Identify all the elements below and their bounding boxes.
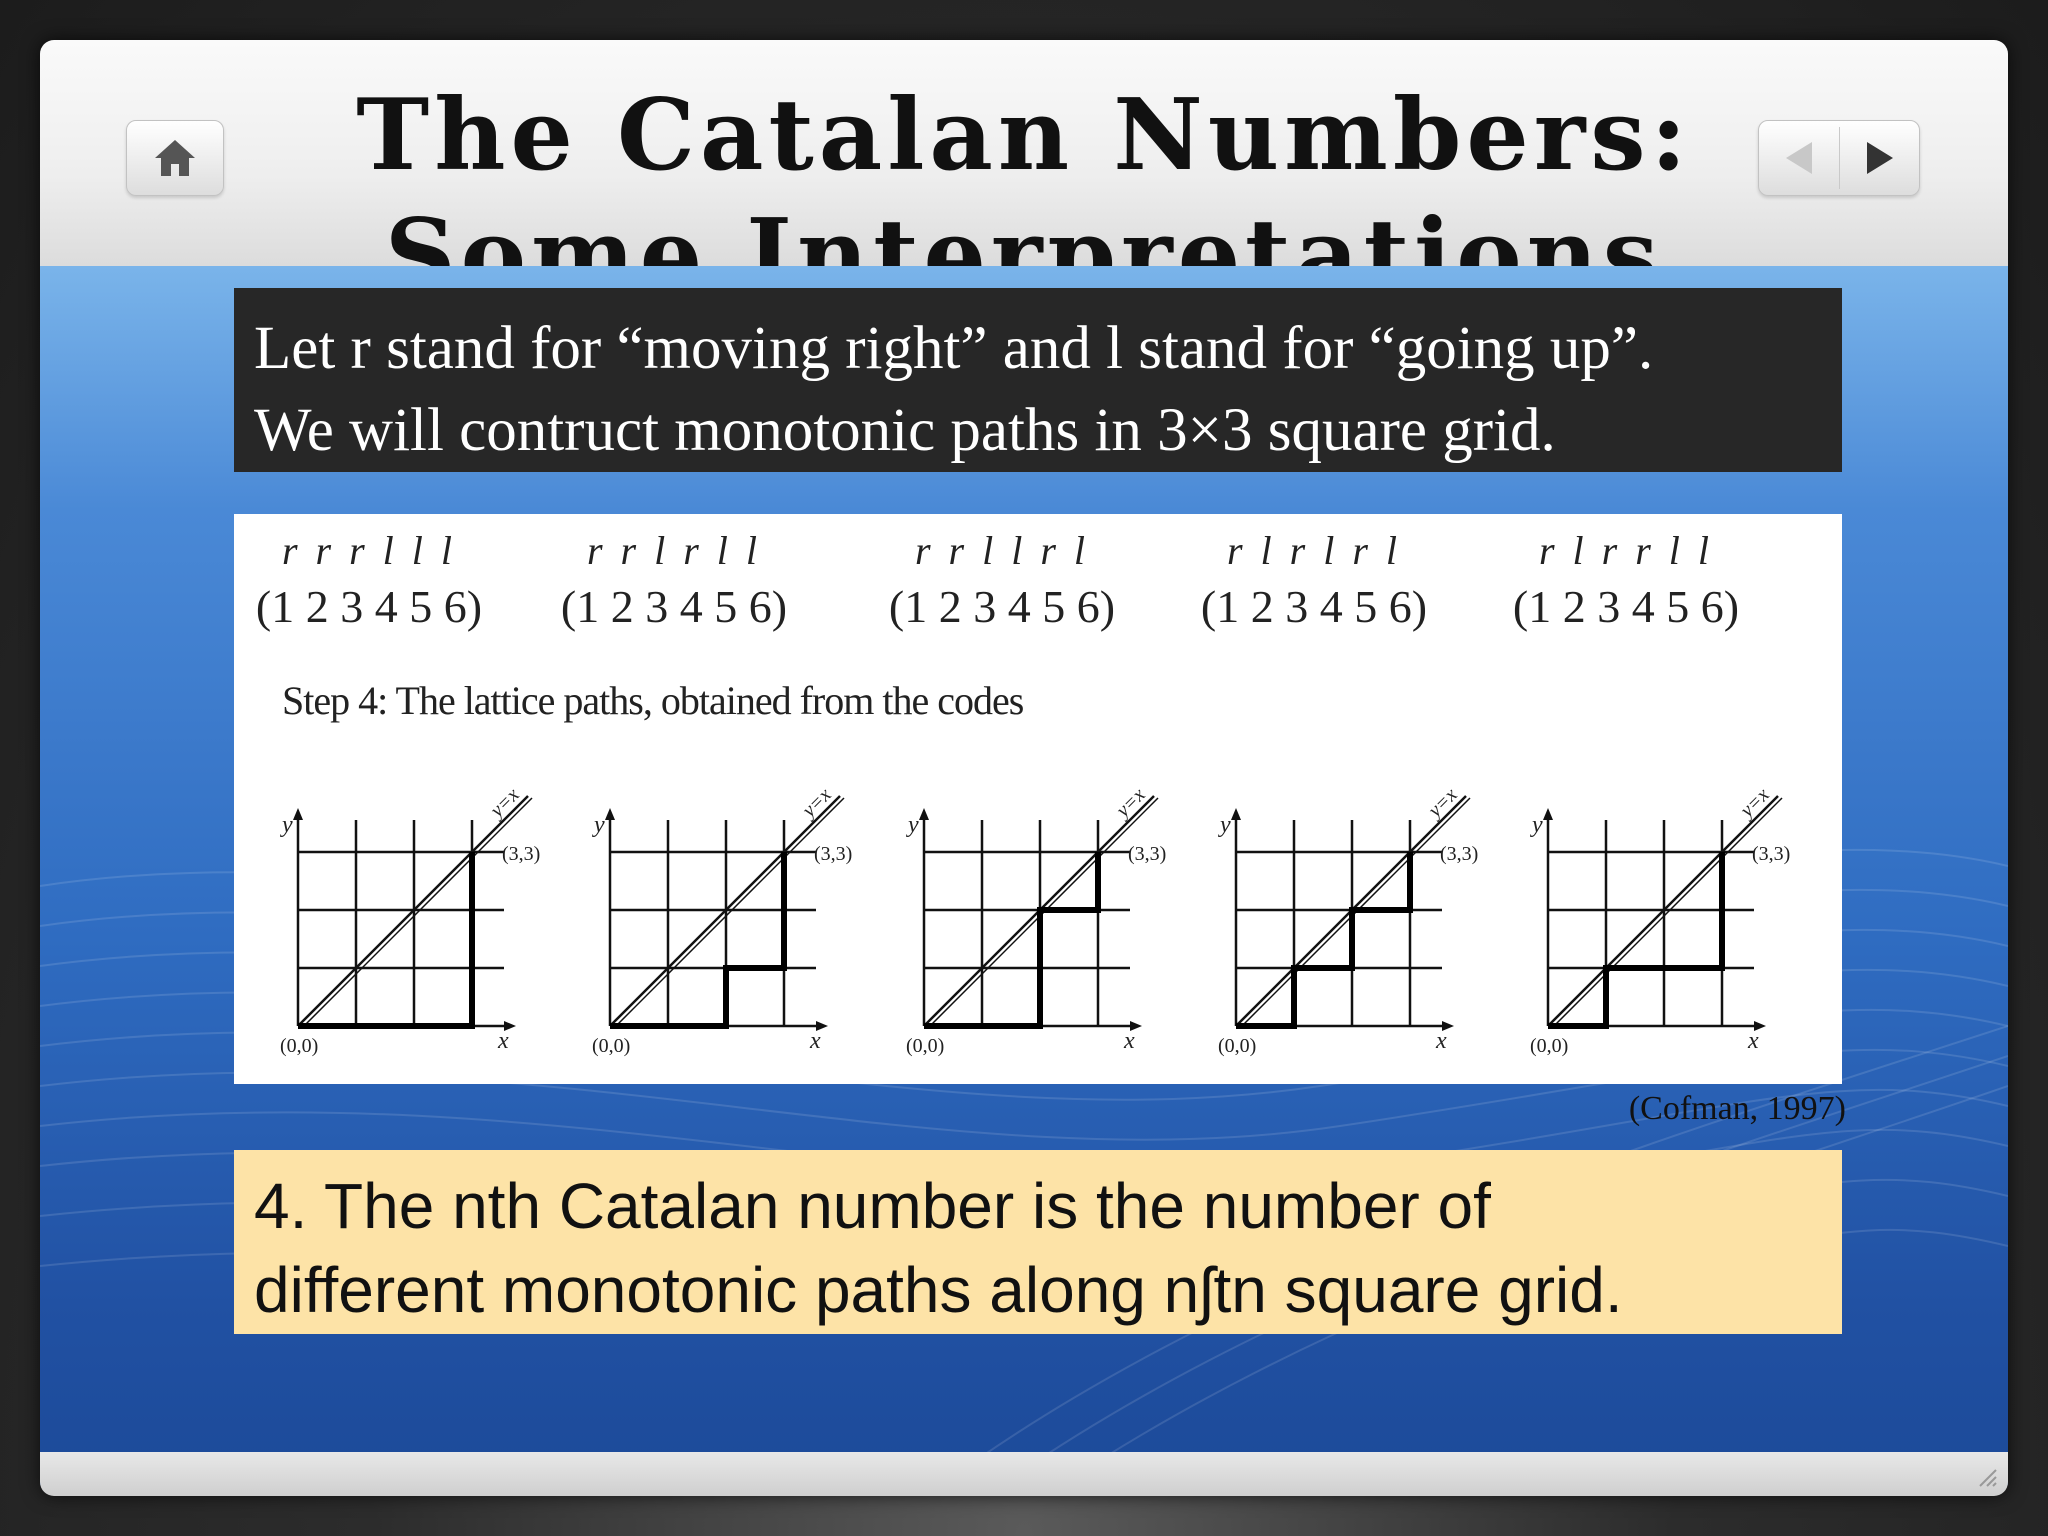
diagonal-label: y=x [485,784,524,823]
x-axis-arrow [1442,1021,1454,1031]
y-axis-label: y [592,812,605,838]
path-code-3: r r l l r l [915,528,1089,573]
slide-navigation [1758,120,1920,196]
x-axis-arrow [816,1021,828,1031]
next-slide-button[interactable] [1840,121,1919,195]
previous-slide-button[interactable] [1759,121,1839,195]
diagonal-label: y=x [1423,784,1462,823]
lattice-path-1 [298,852,475,1029]
lattice-path-2 [610,852,787,1029]
intro-line-2: We will contruct monotonic paths in 3×3 … [254,397,1556,464]
home-icon [155,140,195,176]
diagonal-line-shadow [1551,797,1783,1029]
diagonal-label: y=x [1735,784,1774,823]
y-axis-label: y [1218,812,1231,838]
y-axis-arrow [293,808,303,820]
intro-line-1: Let r stand for “moving right” and l sta… [254,315,1654,382]
end-point-label: (3,3) [1128,843,1166,865]
origin-label: (0,0) [280,1035,318,1057]
slide-title-line-1: The Catalan Numbers: [356,78,1692,193]
statement-line-2: different monotonic paths along nʃtn squ… [254,1254,1623,1326]
diagonal-line [1547,795,1779,1027]
path-index-row-2: (1 2 3 4 5 6) [561,581,787,632]
lattice-path-4 [1236,852,1413,1029]
x-axis-label: x [1123,1028,1135,1054]
diagonal-line [609,795,841,1027]
path-index-row-1: (1 2 3 4 5 6) [256,581,482,632]
diagonal-label: y=x [1111,784,1150,823]
lattice-paths-figure: r r r l l l (1 2 3 4 5 6) y x (0,0) (3,3) y=x r… [234,514,1842,1084]
end-point-label: (3,3) [814,843,852,865]
diagonal-line-shadow [613,797,845,1029]
end-point-label: (3,3) [1752,843,1790,865]
end-point-label: (3,3) [502,843,540,865]
x-axis-arrow [504,1021,516,1031]
path-code-4: r l r l r l [1227,528,1401,573]
y-axis-arrow [605,808,615,820]
lattice-path-5 [1548,852,1725,1029]
x-axis-arrow [1130,1021,1142,1031]
bottom-bar [40,1452,2008,1496]
path-code-1: r r r l l l [282,528,456,573]
step-caption: Step 4: The lattice paths, obtained from… [282,678,1024,723]
origin-label: (0,0) [1218,1035,1256,1057]
diagonal-line [297,795,529,1027]
y-axis-arrow [919,808,929,820]
y-axis-label: y [1530,812,1543,838]
title-bar: The Catalan Numbers: Some Interpretation… [40,40,2008,313]
origin-label: (0,0) [906,1035,944,1057]
next-arrow-icon [1866,142,1893,174]
path-code-5: r l r r l l [1539,528,1713,573]
x-axis-label: x [809,1028,821,1054]
path-index-row-5: (1 2 3 4 5 6) [1513,581,1739,632]
origin-label: (0,0) [1530,1035,1568,1057]
statement-box: 4. The nth Catalan number is the number … [234,1150,1842,1334]
end-point-label: (3,3) [1440,843,1478,865]
y-axis-arrow [1231,808,1241,820]
diagonal-line-shadow [301,797,533,1029]
y-axis-arrow [1543,808,1553,820]
origin-label: (0,0) [592,1035,630,1057]
lattice-path-3 [924,852,1101,1029]
citation: (Cofman, 1997) [1628,1090,1846,1127]
diagonal-label: y=x [797,784,836,823]
path-index-row-4: (1 2 3 4 5 6) [1201,581,1427,632]
x-axis-arrow [1754,1021,1766,1031]
y-axis-label: y [280,812,293,838]
intro-text-box: Let r stand for “moving right” and l sta… [234,288,1842,472]
statement-line-1: 4. The nth Catalan number is the number … [254,1170,1491,1242]
nav-divider [1839,127,1840,189]
lattice-paths-diagram: r r r l l l (1 2 3 4 5 6) y x (0,0) (3,3) y=x r… [256,528,1790,1057]
x-axis-label: x [497,1028,509,1054]
x-axis-label: x [1747,1028,1759,1054]
path-code-2: r r l r l l [587,528,761,573]
resize-grip-icon[interactable] [1974,1464,1998,1488]
x-axis-label: x [1435,1028,1447,1054]
path-index-row-3: (1 2 3 4 5 6) [889,581,1115,632]
y-axis-label: y [906,812,919,838]
home-button[interactable] [126,120,224,196]
previous-arrow-icon [1786,142,1812,174]
